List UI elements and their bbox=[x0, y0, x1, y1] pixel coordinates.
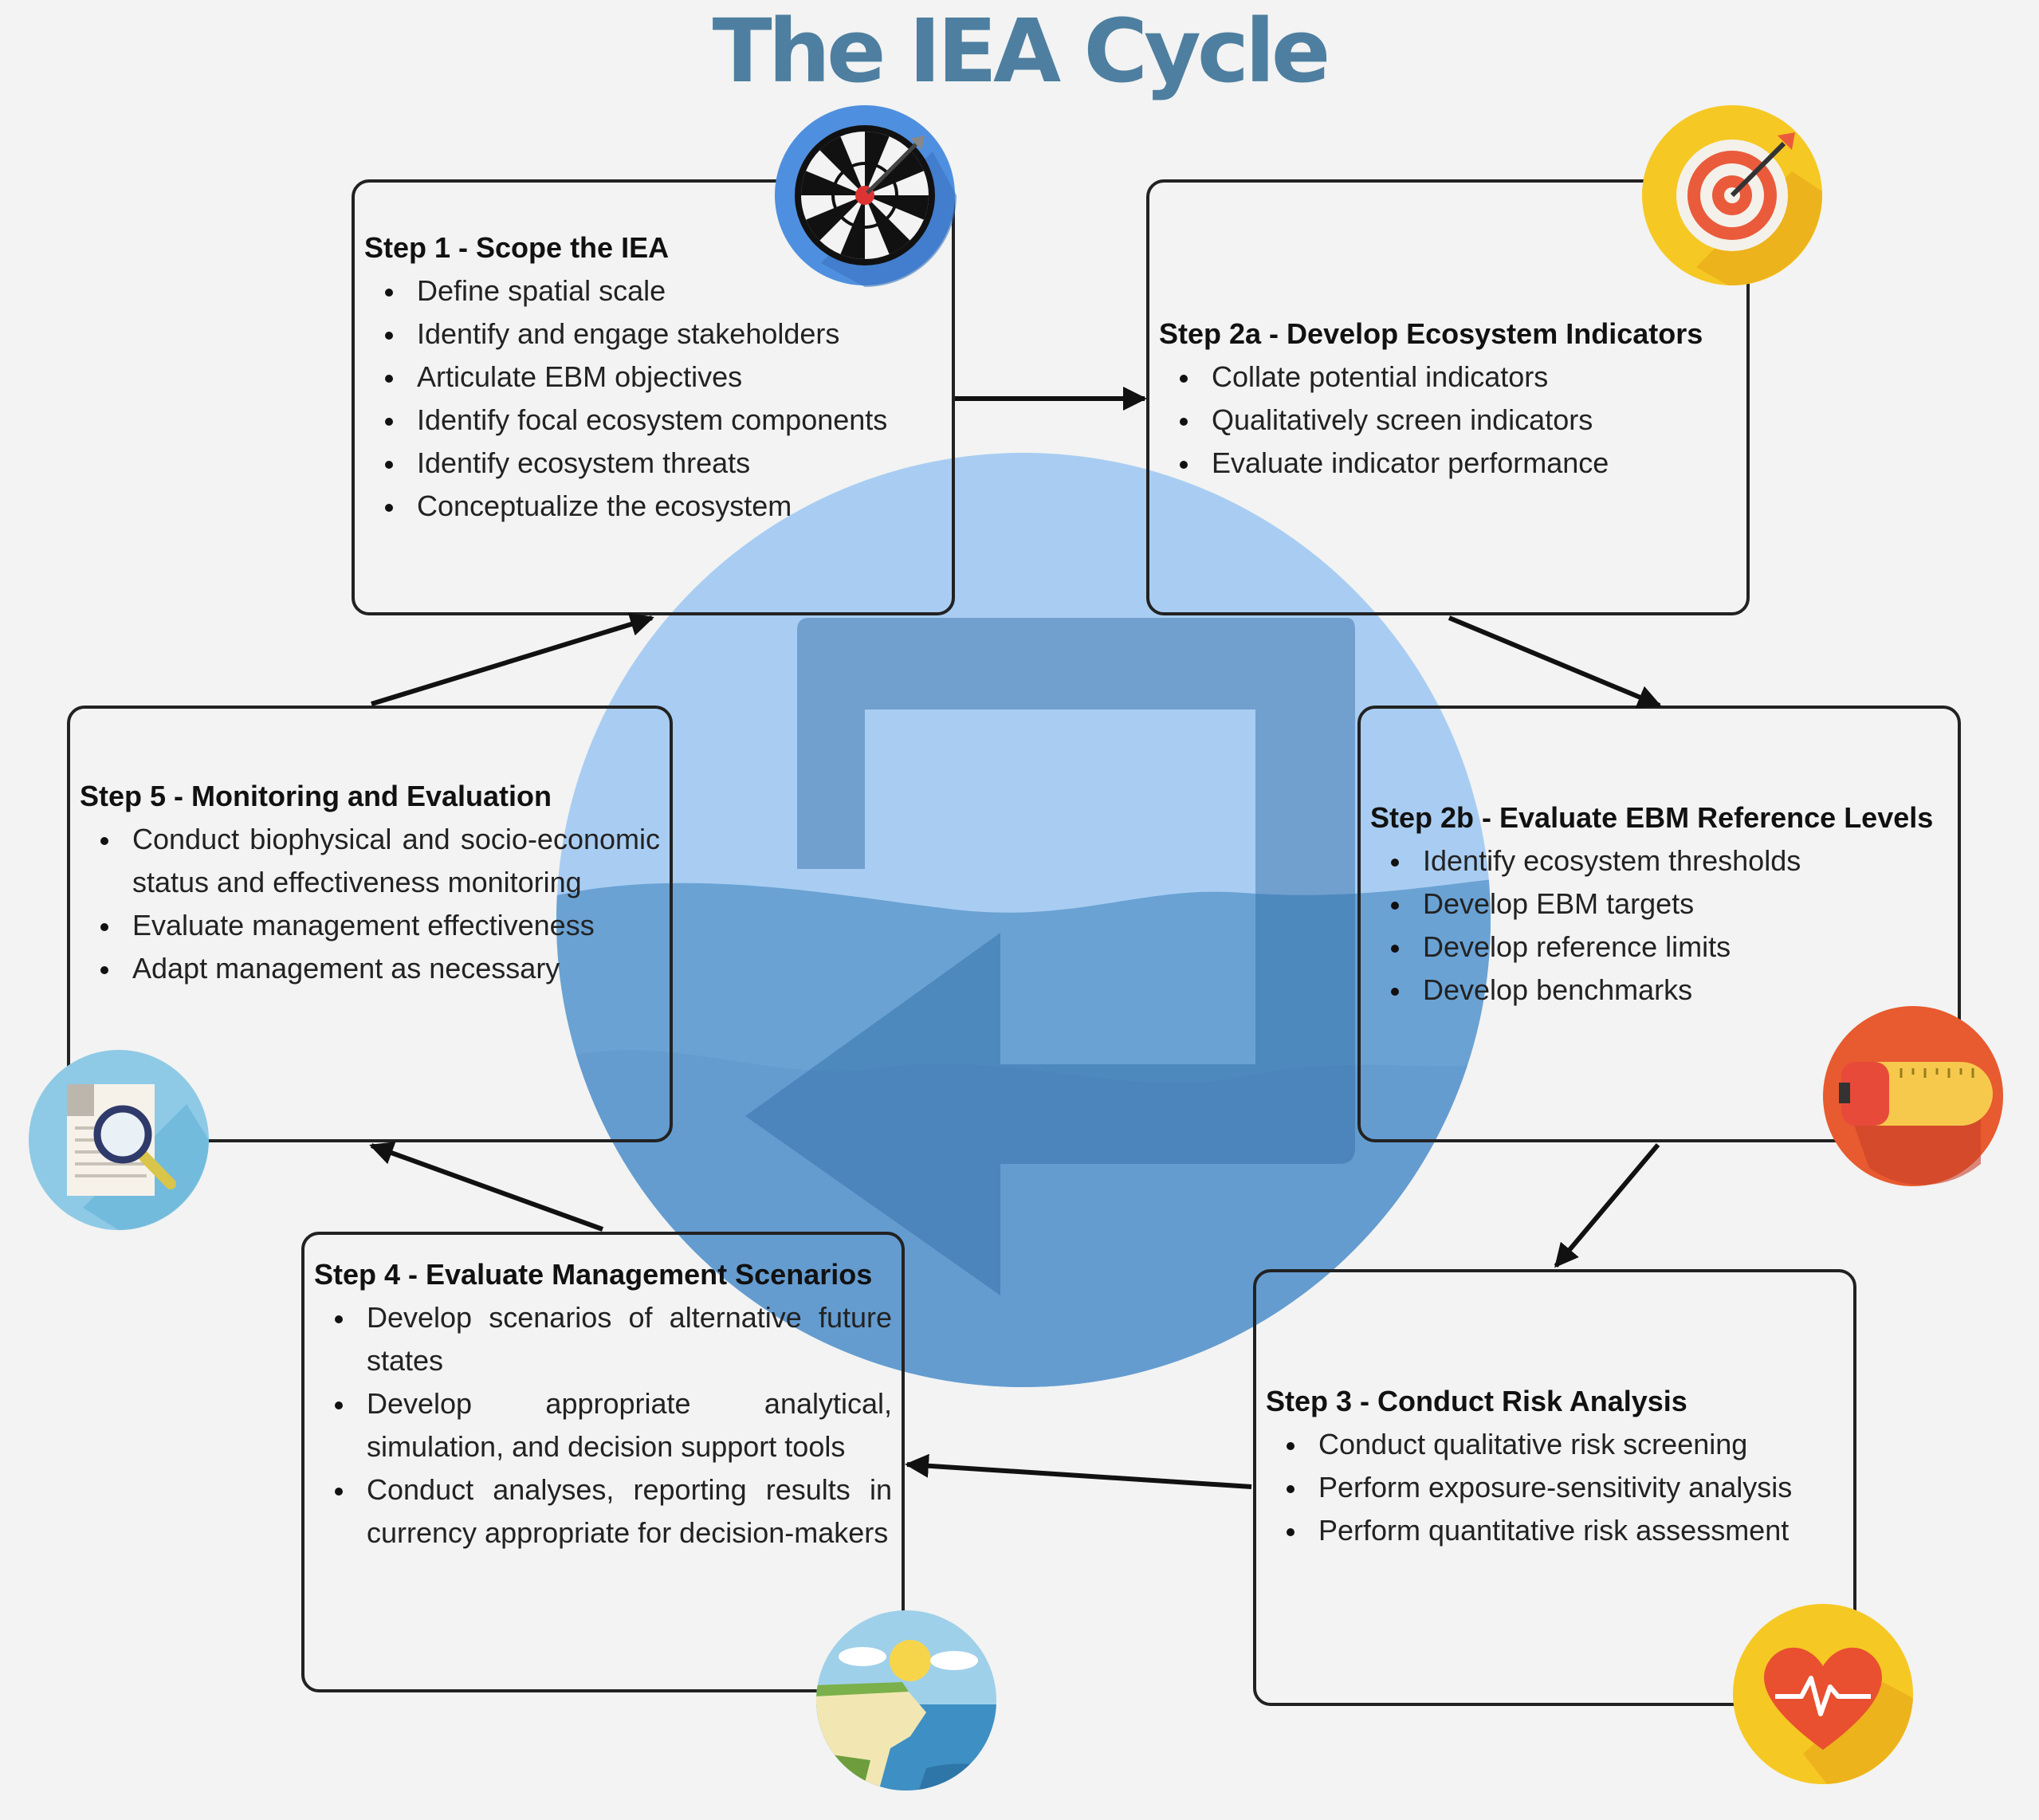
list-item: Conduct qualitative risk screening bbox=[1266, 1423, 1844, 1466]
step-5-box: Step 5 - Monitoring and Evaluation Condu… bbox=[67, 706, 673, 1142]
dartboard-icon bbox=[775, 105, 957, 287]
step-2b-box: Step 2b - Evaluate EBM Reference Levels … bbox=[1357, 706, 1961, 1142]
magnifier-document-icon bbox=[29, 1050, 209, 1230]
list-item: Evaluate indicator performance bbox=[1159, 442, 1737, 485]
tape-measure-icon bbox=[1823, 1006, 2003, 1186]
list-item: Qualitatively screen indicators bbox=[1159, 399, 1737, 442]
step-4-list: Develop scenarios of alternative future … bbox=[314, 1296, 892, 1555]
list-item: Adapt management as necessary bbox=[80, 947, 660, 990]
step-5-title: Step 5 - Monitoring and Evaluation bbox=[80, 780, 552, 812]
list-item: Collate potential indicators bbox=[1159, 356, 1737, 399]
list-item: Develop reference limits bbox=[1370, 926, 1948, 969]
step-2a-title: Step 2a - Develop Ecosystem Indicators bbox=[1159, 317, 1703, 350]
step-2a-box: Step 2a - Develop Ecosystem Indicators C… bbox=[1146, 179, 1750, 615]
diagram-title: The IEA Cycle bbox=[712, 0, 1331, 102]
list-item: Perform quantitative risk assessment bbox=[1266, 1509, 1844, 1552]
list-item: Perform exposure-sensitivity analysis bbox=[1266, 1466, 1844, 1509]
list-item: Develop EBM targets bbox=[1370, 882, 1948, 926]
list-item: Conduct biophysical and socio-economic s… bbox=[80, 818, 660, 904]
list-item: Develop benchmarks bbox=[1370, 969, 1948, 1012]
step-5-list: Conduct biophysical and socio-economic s… bbox=[80, 818, 660, 990]
step-4-title: Step 4 - Evaluate Management Scenarios bbox=[314, 1258, 873, 1291]
list-item: Identify ecosystem thresholds bbox=[1370, 839, 1948, 882]
step-3-title: Step 3 - Conduct Risk Analysis bbox=[1266, 1385, 1687, 1417]
list-item: Evaluate management effectiveness bbox=[80, 904, 660, 947]
list-item: Develop appropriate analytical, simulati… bbox=[314, 1382, 892, 1468]
coastal-landscape-icon bbox=[816, 1610, 996, 1791]
list-item: Identify focal ecosystem components bbox=[364, 399, 942, 442]
cycle-arrow-symbol bbox=[745, 618, 1355, 1295]
step-2a-list: Collate potential indicators Qualitative… bbox=[1159, 356, 1737, 485]
heart-pulse-icon bbox=[1733, 1604, 1913, 1784]
step-1-list: Define spatial scale Identify and engage… bbox=[364, 269, 942, 528]
list-item: Define spatial scale bbox=[364, 269, 942, 313]
list-item: Conduct analyses, reporting results in c… bbox=[314, 1468, 892, 1555]
list-item: Identify ecosystem threats bbox=[364, 442, 942, 485]
list-item: Conceptualize the ecosystem bbox=[364, 485, 942, 528]
target-arrow-icon bbox=[1642, 105, 1823, 286]
step-2b-title: Step 2b - Evaluate EBM Reference Levels bbox=[1370, 801, 1934, 834]
step-1-box: Step 1 - Scope the IEA Define spatial sc… bbox=[352, 179, 955, 615]
list-item: Identify and engage stakeholders bbox=[364, 313, 942, 356]
step-3-box: Step 3 - Conduct Risk Analysis Conduct q… bbox=[1253, 1269, 1856, 1706]
list-item: Articulate EBM objectives bbox=[364, 356, 942, 399]
list-item: Develop scenarios of alternative future … bbox=[314, 1296, 892, 1382]
step-4-box: Step 4 - Evaluate Management Scenarios D… bbox=[301, 1232, 905, 1692]
cycle-circle-graphic bbox=[556, 453, 1491, 1387]
step-1-title: Step 1 - Scope the IEA bbox=[364, 231, 670, 264]
step-2b-list: Identify ecosystem thresholds Develop EB… bbox=[1370, 839, 1948, 1012]
step-3-list: Conduct qualitative risk screening Perfo… bbox=[1266, 1423, 1844, 1552]
